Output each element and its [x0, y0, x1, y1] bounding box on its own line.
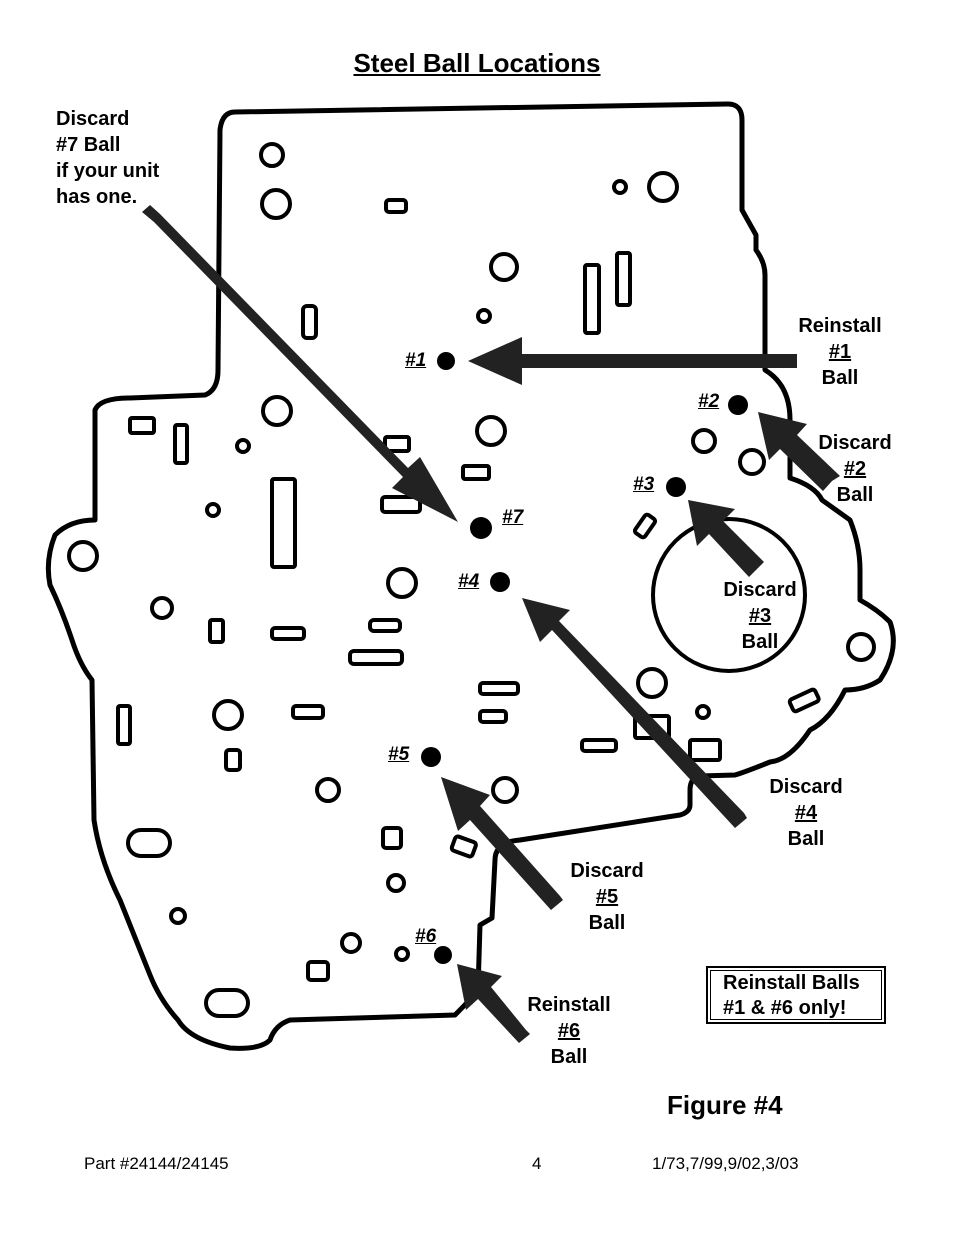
- ball-1: [437, 352, 455, 370]
- mount-hole-right: [846, 632, 876, 662]
- accumulator-bore: [651, 517, 807, 673]
- ball-7: [470, 517, 492, 539]
- note-reinstall-1-action: Reinstall: [798, 315, 882, 337]
- footer-page-number: 4: [532, 1154, 542, 1173]
- page-title: Steel Ball Locations: [353, 48, 601, 78]
- note-discard-5: Discard #5 Ball: [562, 858, 652, 936]
- arrow-ball-5: [441, 777, 563, 910]
- ball-label-2: #2: [698, 391, 720, 412]
- note-discard-2-word: Ball: [836, 484, 874, 506]
- note-discard-5-word: Ball: [588, 912, 626, 934]
- note-discard-5-action: Discard: [570, 860, 644, 882]
- ball-label-5: #5: [388, 744, 410, 765]
- note-discard-7-line-4: has one.: [56, 186, 138, 208]
- note-discard-4-word: Ball: [787, 828, 825, 850]
- ball-2: [728, 395, 748, 415]
- note-discard-4-num: #4: [794, 802, 818, 824]
- note-discard-4: Discard #4 Ball: [761, 774, 851, 852]
- ball-5: [421, 747, 441, 767]
- note-reinstall-6-action: Reinstall: [527, 994, 611, 1016]
- note-reinstall-1-num: #1: [828, 341, 852, 363]
- note-reinstall-1-word: Ball: [821, 367, 859, 389]
- note-discard-3-action: Discard: [723, 579, 797, 601]
- note-discard-7-line-3: if your unit: [56, 160, 160, 182]
- reinstall-box-line-1: Reinstall Balls: [723, 972, 860, 994]
- ball-4: [490, 572, 510, 592]
- ball-label-6: #6: [415, 926, 437, 947]
- mount-hole-left: [67, 540, 99, 572]
- note-discard-3: Discard #3 Ball: [715, 577, 805, 655]
- footer-part-number: Part #24144/24145: [84, 1154, 229, 1173]
- note-reinstall-6: Reinstall #6 Ball: [518, 992, 620, 1070]
- steel-balls: [421, 352, 748, 964]
- ball-label-7: #7: [502, 507, 524, 528]
- arrow-ball-2: [758, 412, 840, 491]
- reinstall-box-line-2: #1 & #6 only!: [723, 997, 847, 1019]
- note-discard-4-action: Discard: [769, 776, 843, 798]
- arrow-ball-1: [468, 337, 797, 385]
- note-discard-3-num: #3: [748, 605, 772, 627]
- note-reinstall-6-num: #6: [557, 1020, 581, 1042]
- note-discard-7: Discard #7 Ball if your unit has one.: [56, 106, 159, 210]
- ball-6: [434, 946, 452, 964]
- arrow-ball-3: [688, 500, 764, 577]
- note-discard-3-word: Ball: [741, 631, 779, 653]
- reinstall-box-note-inner: Reinstall Balls #1 & #6 only!: [710, 970, 882, 1020]
- slots: [116, 198, 821, 1018]
- note-reinstall-6-word: Ball: [550, 1046, 588, 1068]
- note-reinstall-1: Reinstall #1 Ball: [790, 313, 890, 391]
- ports: [150, 142, 766, 962]
- ball-label-4: #4: [458, 571, 480, 592]
- ball-3: [666, 477, 686, 497]
- arrow-ball-4: [522, 598, 747, 828]
- arrow-ball-7: [142, 205, 458, 522]
- note-discard-2: Discard #2 Ball: [810, 430, 900, 508]
- ball-label-1: #1: [405, 350, 427, 371]
- note-discard-2-num: #2: [843, 458, 867, 480]
- note-discard-2-action: Discard: [818, 432, 892, 454]
- note-discard-5-num: #5: [595, 886, 619, 908]
- ball-label-3: #3: [633, 474, 655, 495]
- note-discard-7-line-1: Discard: [56, 108, 130, 130]
- note-discard-7-line-2: #7 Ball: [56, 134, 121, 156]
- footer-revision: 1/73,7/99,9/02,3/03: [652, 1154, 799, 1173]
- pointer-arrows: [142, 205, 840, 1043]
- figure-label: Figure #4: [667, 1090, 783, 1120]
- arrow-ball-6: [457, 964, 530, 1043]
- reinstall-box-note: Reinstall Balls #1 & #6 only!: [706, 966, 886, 1024]
